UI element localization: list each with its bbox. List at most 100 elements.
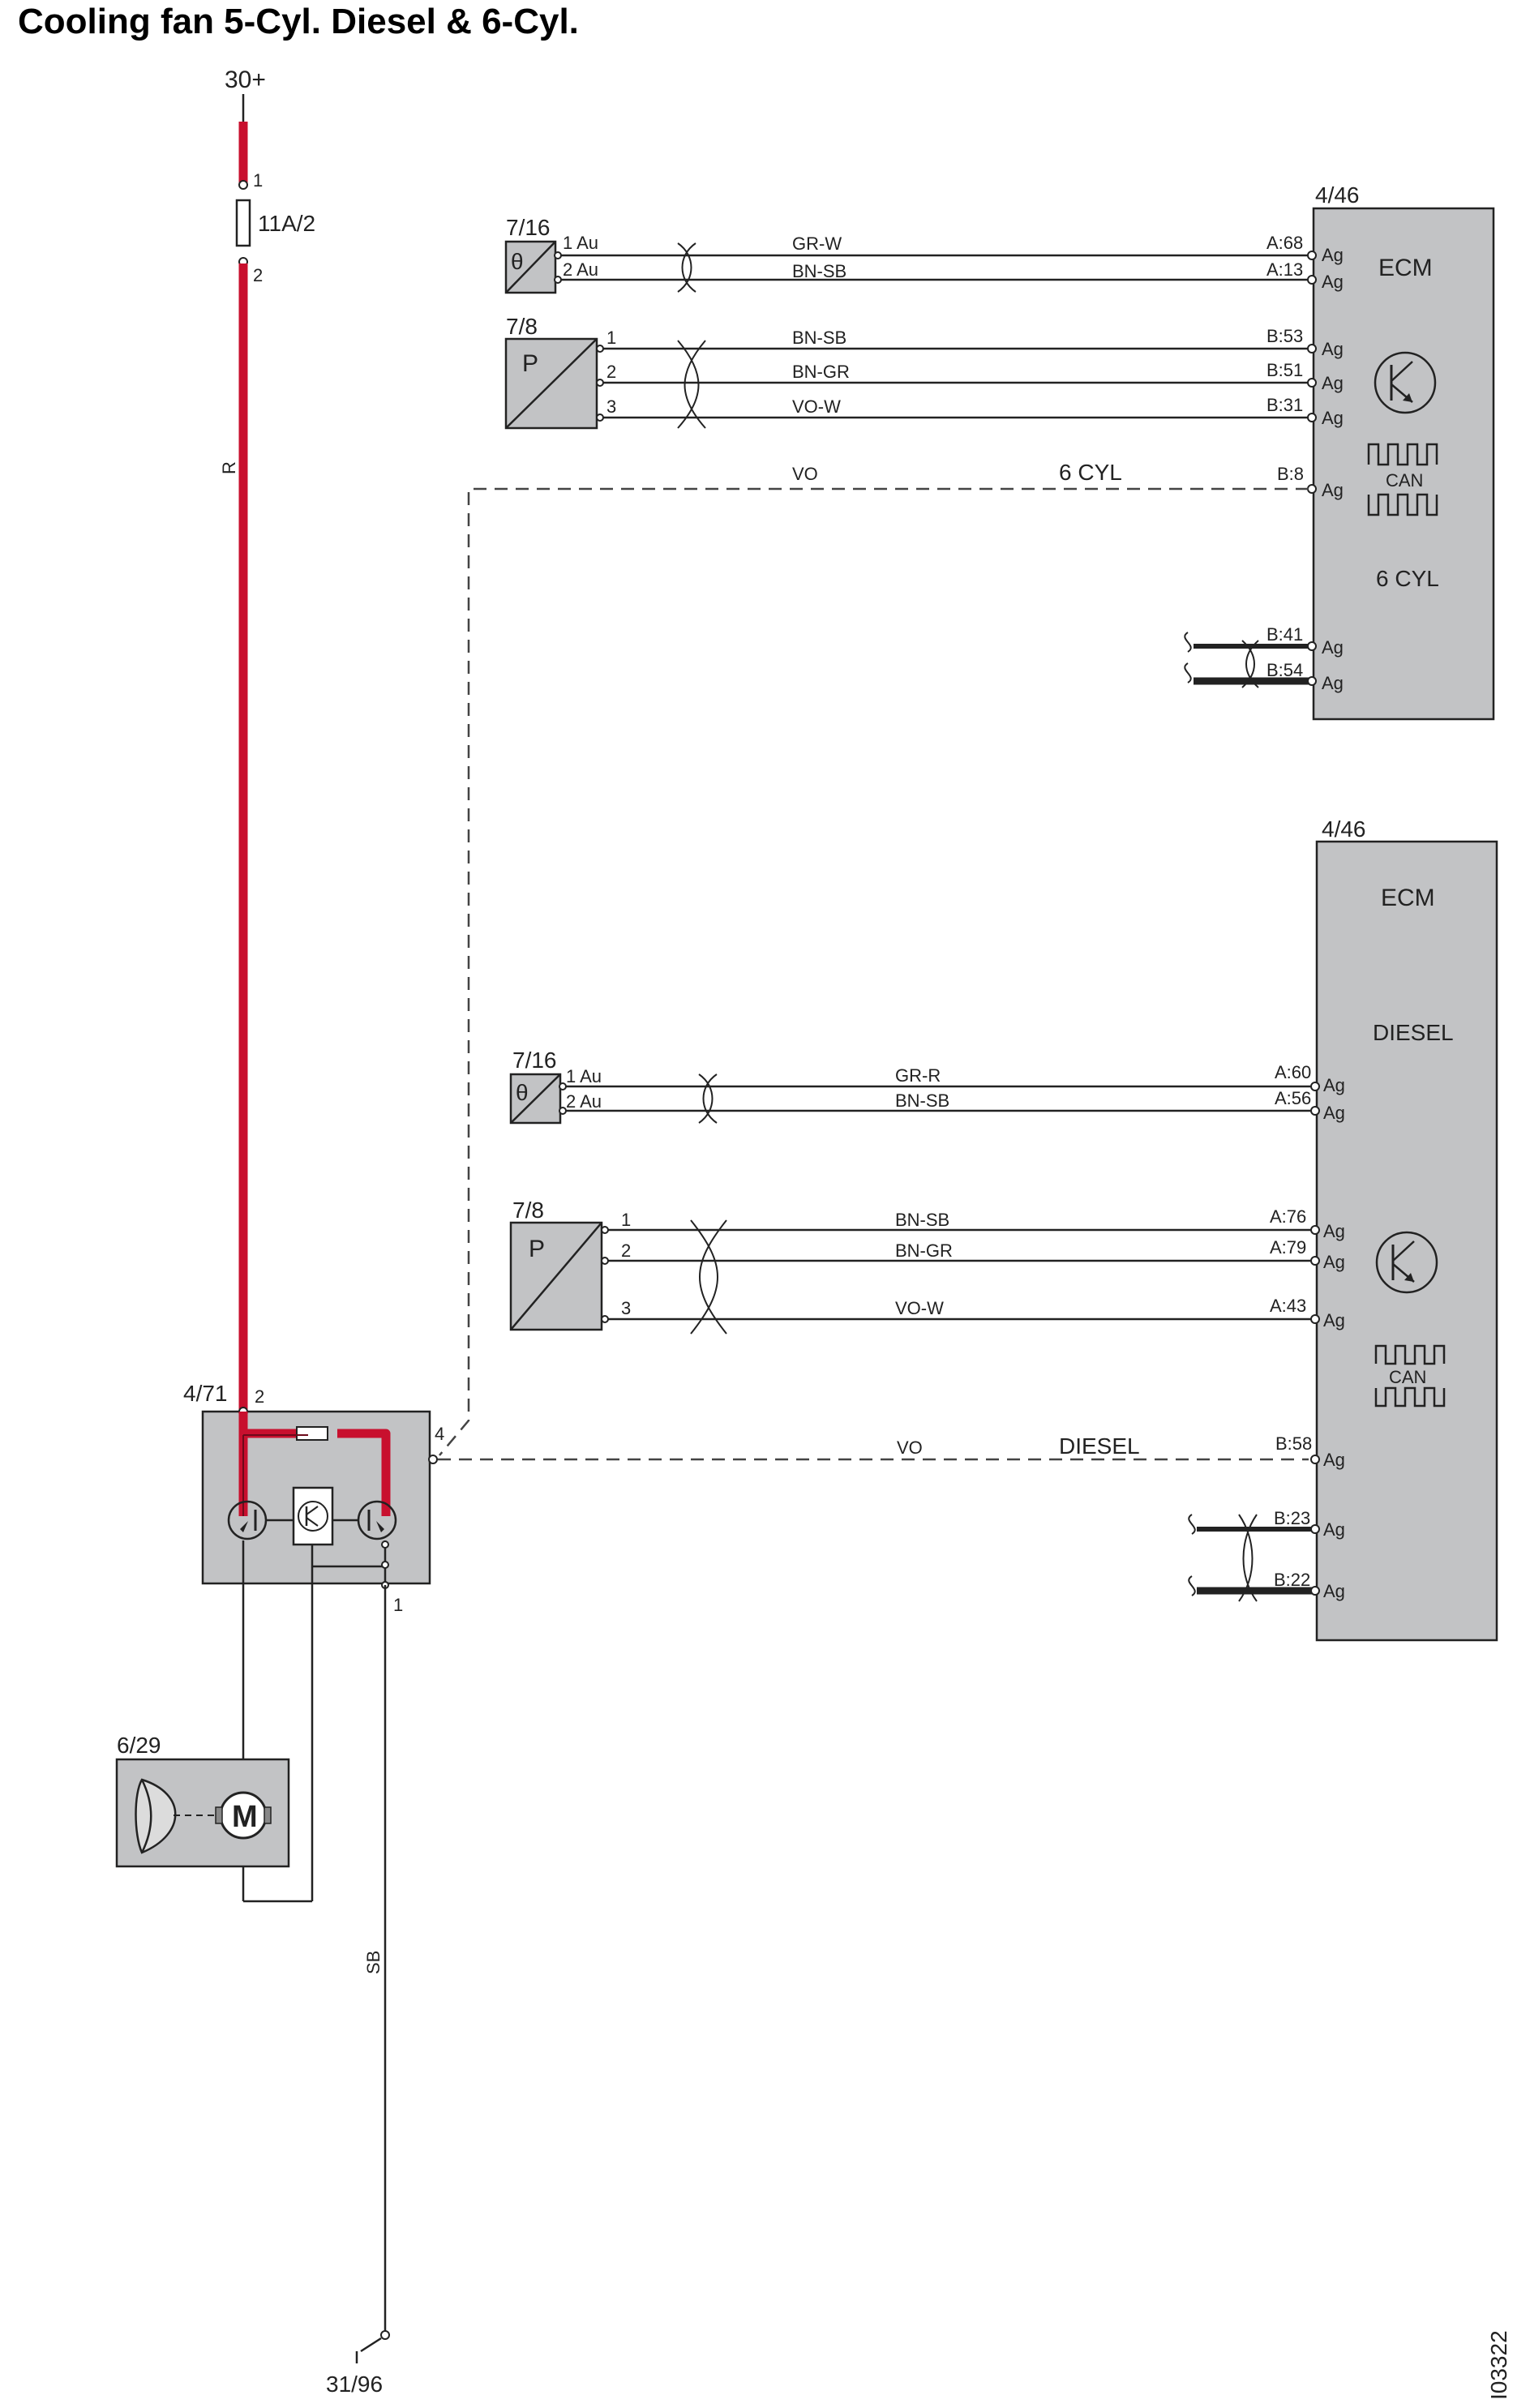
wire-color-sb: SB <box>363 1951 384 1974</box>
wire-color-label: BN-SB <box>792 261 846 281</box>
pressure-sensor-diesel-label: 7/8 <box>512 1198 544 1223</box>
pin-label: 1 <box>621 1210 631 1230</box>
ecm-pin-label: B:8 <box>1277 464 1304 484</box>
pin-label: 2 Au <box>563 259 598 280</box>
ecm-pin-label: A:76 <box>1270 1206 1306 1227</box>
control-line-6cyl[interactable] <box>439 487 1309 1456</box>
temp-sensor-6cyl-label: 7/16 <box>506 215 551 240</box>
document-id: I03322 <box>1486 2330 1511 2400</box>
ecm-pin-label: B:58 <box>1275 1433 1312 1454</box>
ecm-pin-label: A:68 <box>1266 233 1303 253</box>
supply-label: 30+ <box>225 66 266 93</box>
page-title: Cooling fan 5-Cyl. Diesel & 6-Cyl. <box>18 2 579 41</box>
ecm-pin-label: A:13 <box>1266 259 1303 280</box>
ecm-pin-label: A:79 <box>1270 1237 1306 1258</box>
svg-text:Ag: Ag <box>1322 245 1344 265</box>
wire-color-label: BN-SB <box>792 328 846 348</box>
fan-icon <box>135 1778 177 1854</box>
ecm-pin-label: B:31 <box>1266 395 1303 415</box>
svg-text:Ag: Ag <box>1322 272 1344 292</box>
fan-motor-section: 6/29 M <box>115 1733 290 1868</box>
theta-symbol-diesel: θ <box>516 1080 529 1105</box>
ecm-pin-label: B:22 <box>1274 1570 1310 1590</box>
ecm-pin-label: B:54 <box>1266 660 1303 680</box>
ecm-pin-label: A:56 <box>1275 1088 1311 1108</box>
wire-color-r: R <box>219 461 239 474</box>
svg-text:Ag: Ag <box>1322 408 1344 428</box>
svg-text:Ag: Ag <box>1323 1581 1345 1601</box>
pressure-sensor-6cyl-label: 7/8 <box>506 314 538 339</box>
ag-terminals-diesel: Ag Ag Ag Ag Ag Ag Ag Ag <box>1310 1075 1345 1601</box>
ecm-pin-label: A:43 <box>1270 1296 1306 1316</box>
svg-text:Ag: Ag <box>1322 373 1344 393</box>
ag-terminals-6cyl: Ag Ag Ag Ag Ag Ag Ag Ag <box>1307 245 1344 693</box>
ecm-pin-label: B:53 <box>1266 326 1303 346</box>
ecm-diesel-label: 4/46 <box>1322 816 1366 842</box>
variant-note-diesel: DIESEL <box>1059 1433 1140 1459</box>
wire-color-label: GR-R <box>895 1065 941 1086</box>
wire-color-label: VO <box>792 464 818 484</box>
temp-sensor-diesel-label: 7/16 <box>512 1048 557 1073</box>
fuse-pin-bottom: 2 <box>253 265 263 285</box>
pin-label: 3 <box>606 396 616 417</box>
motor-label: 6/29 <box>117 1733 161 1758</box>
svg-text:Ag: Ag <box>1323 1252 1345 1272</box>
supply-branch: 30+ 1 11A/2 2 R <box>219 66 315 1438</box>
pin-label: 1 Au <box>563 233 598 253</box>
svg-text:Ag: Ag <box>1322 339 1344 359</box>
ecm-diesel-name: ECM <box>1381 885 1435 911</box>
svg-text:Ag: Ag <box>1323 1450 1345 1470</box>
wire-color-label: BN-SB <box>895 1210 949 1230</box>
fuse-pin-top: 1 <box>253 170 263 191</box>
fuse-11a2[interactable] <box>235 199 251 247</box>
pin-label: 1 <box>606 328 616 348</box>
pin-label: 2 <box>621 1240 631 1261</box>
svg-text:Ag: Ag <box>1323 1075 1345 1095</box>
ecm-6cyl-can: CAN <box>1386 470 1423 491</box>
ecm-6cyl-name: ECM <box>1378 255 1433 281</box>
ecm-6cyl-section: 4/46 ECM CAN 6 CYL 7/16 θ 1 Au 2 Au GR-W… <box>504 182 1495 721</box>
svg-text:Ag: Ag <box>1322 637 1344 658</box>
p-symbol-6cyl: P <box>522 350 538 377</box>
ecm-diesel-variant: DIESEL <box>1373 1020 1454 1045</box>
wire-color-label: GR-W <box>792 234 842 254</box>
ecm-pin-label: B:51 <box>1266 360 1303 380</box>
pin-label: 1 Au <box>566 1066 602 1086</box>
ecm-pin-label: B:23 <box>1274 1508 1310 1528</box>
ecm-diesel-box[interactable] <box>1315 840 1498 1642</box>
ecm-pin-label: A:60 <box>1275 1062 1311 1082</box>
svg-text:Ag: Ag <box>1323 1310 1345 1330</box>
ecm-6cyl-label: 4/46 <box>1315 182 1360 208</box>
relay-pin-control: 4 <box>435 1424 444 1444</box>
ecm-diesel-can: CAN <box>1389 1367 1426 1387</box>
relay-pin-supply: 2 <box>255 1386 264 1407</box>
motor-symbol: M <box>232 1800 258 1834</box>
pin-label: 2 <box>606 362 616 382</box>
ecm-pin-label: B:41 <box>1266 624 1303 645</box>
p-symbol-diesel: P <box>529 1236 545 1262</box>
ecm-diesel-section: 4/46 ECM DIESEL CAN 7/16 θ 1 Au 2 Au GR-… <box>509 816 1498 1642</box>
pin-label: 2 Au <box>566 1091 602 1112</box>
relay-pin-ground: 1 <box>393 1595 403 1615</box>
ecm-6cyl-box[interactable] <box>1312 207 1495 721</box>
theta-symbol-6cyl: θ <box>511 249 524 274</box>
svg-text:Ag: Ag <box>1323 1103 1345 1123</box>
svg-text:Ag: Ag <box>1322 673 1344 693</box>
wire-color-label: VO-W <box>792 396 841 417</box>
svg-text:Ag: Ag <box>1323 1221 1345 1241</box>
ground-label: 31/96 <box>326 2372 383 2397</box>
relay-module-section: 4/71 2 4 1 <box>183 1381 444 1903</box>
wire-color-label: VO-W <box>895 1298 944 1318</box>
svg-text:Ag: Ag <box>1323 1519 1345 1540</box>
pin-label: 3 <box>621 1298 631 1318</box>
fuse-label: 11A/2 <box>258 211 315 236</box>
variant-note-6cyl: 6 CYL <box>1059 460 1122 485</box>
wire-color-label: VO <box>897 1438 923 1458</box>
relay-label: 4/71 <box>183 1381 228 1406</box>
wire-color-label: BN-SB <box>895 1090 949 1111</box>
ground-section: SB 31/96 <box>326 1585 390 2397</box>
svg-text:Ag: Ag <box>1322 480 1344 500</box>
wire-color-label: BN-GR <box>895 1240 953 1261</box>
wire-color-label: BN-GR <box>792 362 850 382</box>
